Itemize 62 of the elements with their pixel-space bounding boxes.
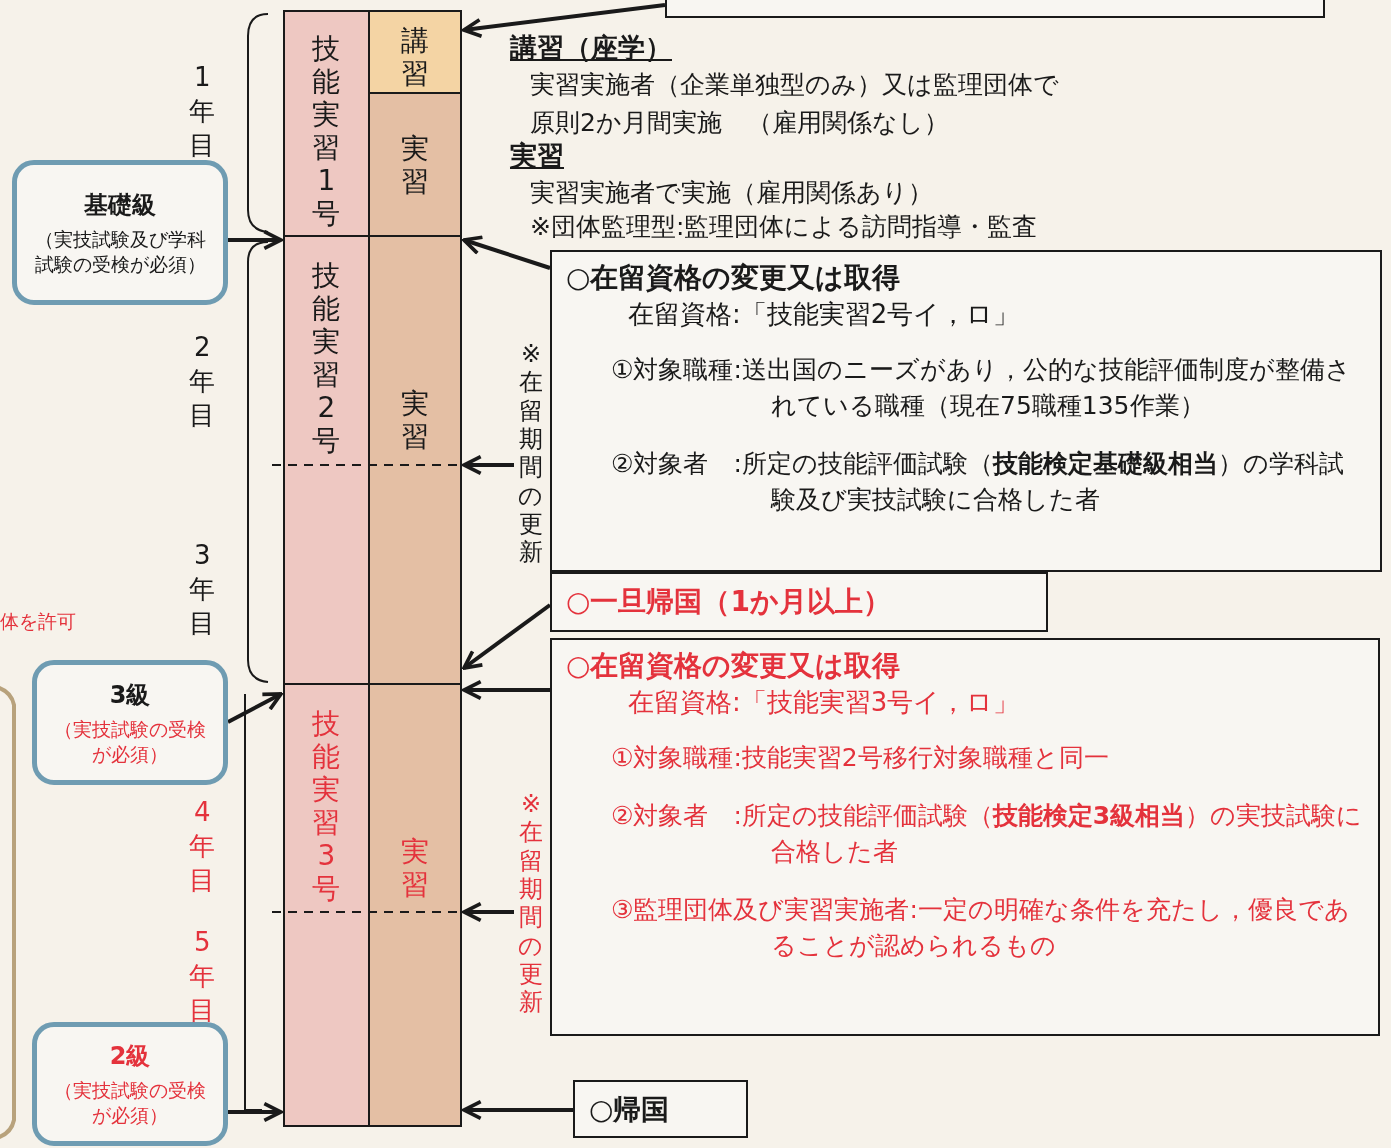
training-label: 実習 xyxy=(400,387,430,454)
note-text: ※団体監理型:監理団体による訪問指導・監査 xyxy=(530,211,1038,243)
training-cell xyxy=(368,92,462,237)
info-box xyxy=(665,0,1325,18)
grade-title: 基礎級 xyxy=(84,189,156,221)
grade-note: （実技試験の受検が必須） xyxy=(53,1078,207,1128)
note-text: 実習実施者（企業単独型のみ）又は監理団体で原則2か月間実施 （雇用関係なし） xyxy=(530,69,1060,139)
info-box xyxy=(573,1080,748,1138)
lecture-cell xyxy=(368,10,462,94)
condition-text: ①対象職種:送出国のニーズがあり，公的な技能評価制度が整備されている職種（現在75職種135作業） xyxy=(610,354,1352,422)
arrow xyxy=(462,454,514,476)
stage-label: 技能実習1号 xyxy=(311,32,342,231)
condition-text: ①対象職種:技能実習2号移行対象職種と同一 xyxy=(610,742,1110,774)
training-label: 実習 xyxy=(400,132,430,199)
info-box xyxy=(550,250,1382,572)
note-text: 実習実施者で実施（雇用関係あり） xyxy=(530,177,933,209)
condition-text: ③監理団体及び実習実施者:一定の明確な条件を充たし，優良であることが認められるもの xyxy=(610,894,1351,962)
note-text: 体を許可 xyxy=(0,609,76,634)
lecture-label: 講習 xyxy=(400,24,430,91)
arrow xyxy=(462,679,550,701)
info-box xyxy=(550,638,1380,1036)
grade-title: 3級 xyxy=(109,679,151,711)
arrow xyxy=(228,229,283,251)
section-heading: 講習（座学） xyxy=(510,31,672,65)
year-label: 3年目 xyxy=(188,539,217,640)
stage-label: 技能実習3号 xyxy=(311,707,342,906)
stage-cell xyxy=(283,683,370,1127)
arrow xyxy=(228,1101,283,1123)
grade-note: （実技試験及び学科試験の受検が必須） xyxy=(33,226,207,277)
arrow xyxy=(462,1099,573,1121)
condition-text: ②対象者 :所定の技能評価試験（技能検定3級相当）の実技試験に合格した者 xyxy=(610,800,1364,868)
grade-box xyxy=(32,1022,228,1146)
year-label: 4年目 xyxy=(188,796,217,897)
box-heading: ○在留資格の変更又は取得 xyxy=(566,260,902,296)
grade-title: 2級 xyxy=(109,1041,151,1072)
grade-note: （実技試験の受検が必須） xyxy=(53,716,207,767)
training-cell xyxy=(368,235,462,685)
stage-cell xyxy=(283,235,370,685)
grade-box xyxy=(12,160,228,305)
training-cell xyxy=(368,683,462,1127)
renewal-note: ※在留期間の更新 xyxy=(517,340,545,567)
status-line: 在留資格:「技能実習2号イ，ロ」 xyxy=(627,298,1021,331)
section-heading: 実習 xyxy=(510,139,564,173)
year-label: 5年目 xyxy=(188,926,217,1027)
box-heading: ○在留資格の変更又は取得 xyxy=(566,648,902,684)
status-line: 在留資格:「技能実習3号イ，ロ」 xyxy=(627,686,1021,719)
condition-text: ②対象者 :所定の技能評価試験（技能検定基礎級相当）の学科試験及び実技試験に合格した者 xyxy=(610,448,1345,516)
training-label: 実習 xyxy=(400,835,430,902)
arrow xyxy=(462,235,551,270)
arrow xyxy=(462,901,514,923)
stage-label: 技能実習2号 xyxy=(311,259,342,458)
box-heading: ○帰国 xyxy=(589,1092,671,1128)
year-label: 1年目 xyxy=(188,61,217,162)
box-heading: ○一旦帰国（1か月以上） xyxy=(566,584,892,620)
renewal-note: ※在留期間の更新 xyxy=(517,790,545,1017)
grade-box xyxy=(32,660,228,785)
arrow xyxy=(462,603,552,670)
arrow xyxy=(462,3,666,39)
year-label: 2年目 xyxy=(188,331,217,432)
arrow xyxy=(227,692,283,724)
stage-cell xyxy=(283,10,370,237)
info-box xyxy=(550,572,1048,632)
